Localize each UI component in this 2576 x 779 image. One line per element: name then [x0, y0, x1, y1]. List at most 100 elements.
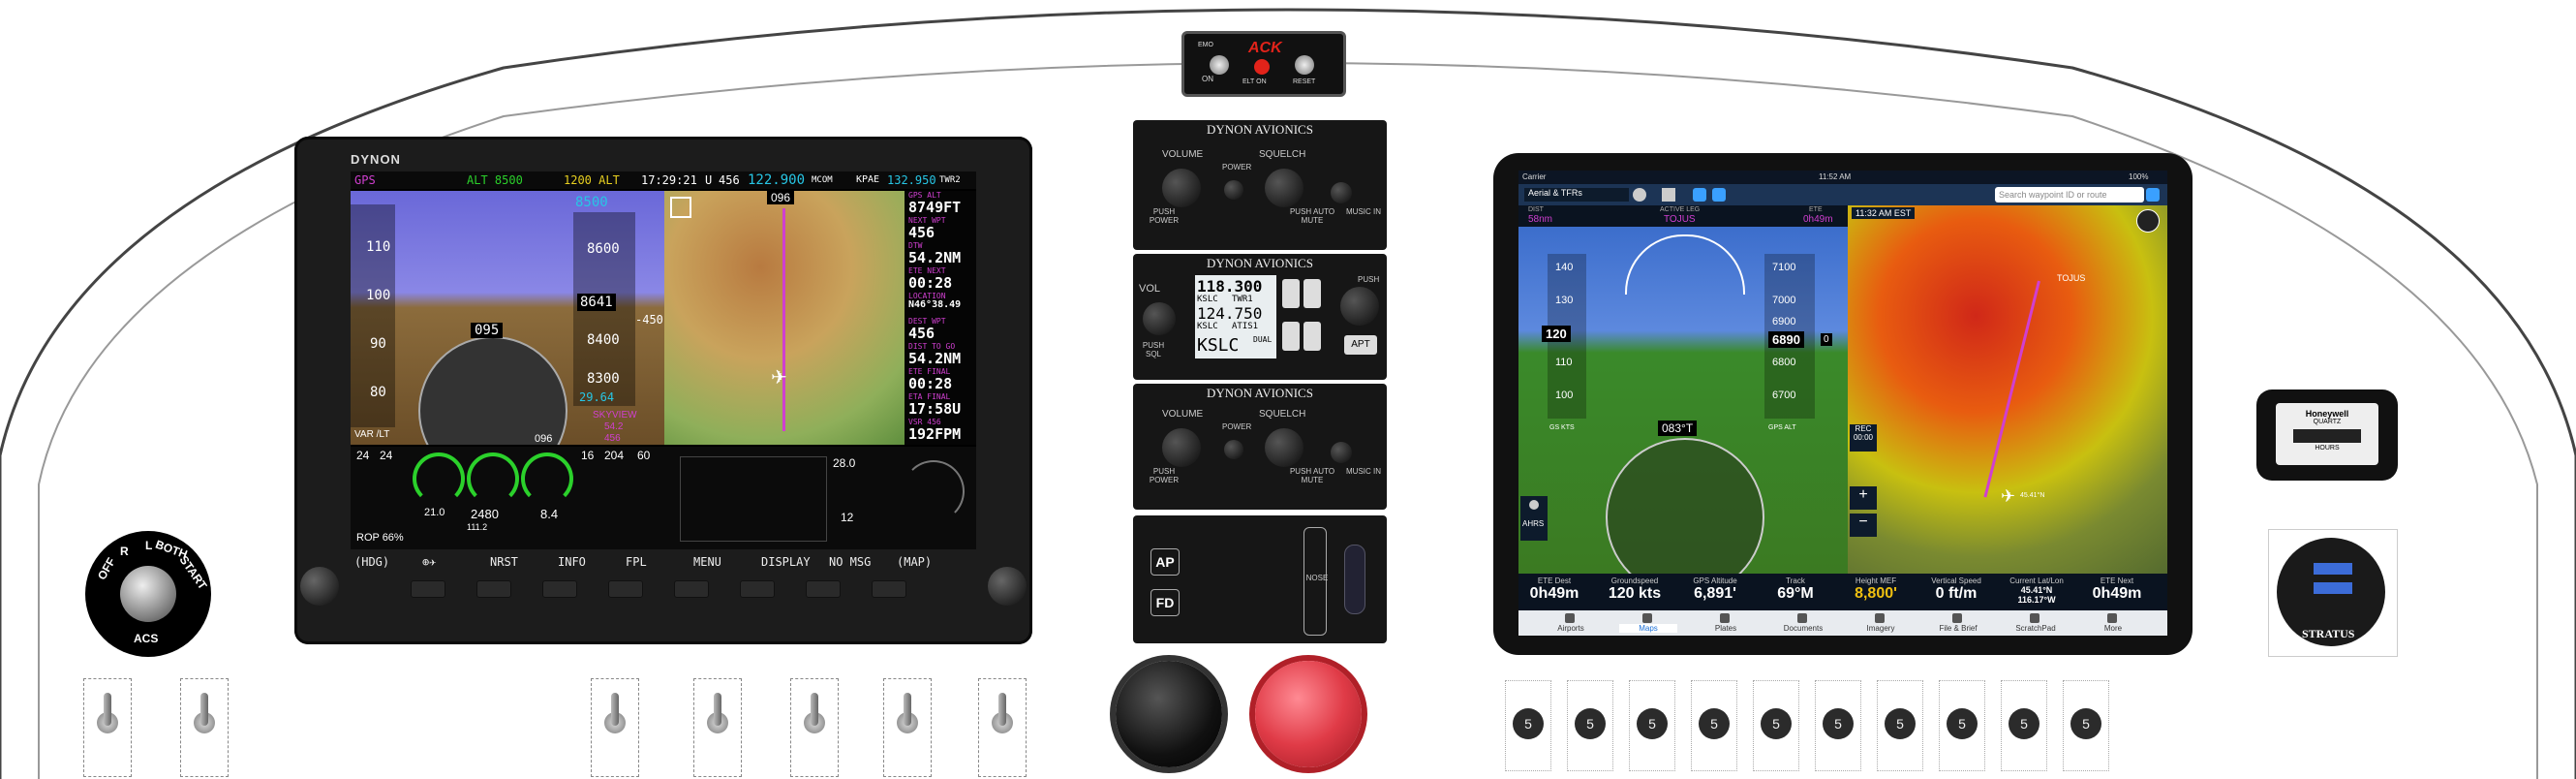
magneto-switch[interactable]: OFF R L BOTH START ACS [85, 531, 211, 657]
efis-moving-map[interactable]: 096 ✈ [664, 191, 905, 445]
circuit-breaker[interactable]: 5 [1753, 680, 1799, 771]
tab-icon [1875, 613, 1885, 623]
side-value: 00:28 [908, 274, 953, 292]
elt-reset-switch[interactable] [1295, 55, 1314, 75]
softkey-button[interactable] [411, 580, 445, 598]
tab-scratchpad[interactable]: ScratchPad [2015, 624, 2056, 633]
radio1-squelch-knob[interactable] [1265, 169, 1303, 207]
ias-80: 80 [370, 385, 386, 400]
zoom-out-button[interactable]: − [1850, 514, 1877, 537]
circuit-breaker[interactable]: 5 [1691, 680, 1737, 771]
com-w-button[interactable] [1282, 322, 1300, 351]
radio1-music-jack[interactable] [1331, 182, 1352, 203]
route-line [1983, 280, 2040, 498]
foreflight-map[interactable]: 11:32 AM EST TOJUS ✈ 45.41°N REC 00:00 +… [1848, 205, 2167, 574]
com-tune-knob[interactable] [1340, 287, 1379, 326]
tab-more[interactable]: More [2103, 624, 2123, 633]
softkey-button[interactable] [542, 580, 577, 598]
ap-button[interactable]: AP [1150, 548, 1180, 576]
radio2-music-jack[interactable] [1331, 442, 1352, 463]
ipad-screen[interactable]: Carrier 11:52 AM 100% Aerial & TFRs Sear… [1518, 171, 2167, 636]
compass-icon[interactable] [2136, 209, 2160, 233]
tab-file-brief[interactable]: File & Brief [1939, 624, 1978, 633]
circuit-breaker[interactable]: 5 [1567, 680, 1613, 771]
layer-selector[interactable]: Aerial & TFRs [1524, 188, 1629, 202]
com-vol-knob[interactable] [1143, 302, 1176, 335]
toggle-switch[interactable] [83, 678, 132, 777]
radio2-power-button[interactable] [1224, 440, 1243, 459]
radio2-squelch-knob[interactable] [1265, 428, 1303, 467]
toggle-switch[interactable] [180, 678, 229, 777]
efis-pfd[interactable]: 110 100 90 80 8500 8600 8641 8400 8300 -… [351, 191, 664, 445]
circuit-breaker[interactable]: 5 [1815, 680, 1861, 771]
circuit-breaker[interactable]: 5 [1629, 680, 1675, 771]
settings-icon[interactable] [1633, 188, 1646, 202]
timer-icon[interactable] [1712, 188, 1726, 202]
master-black-button[interactable] [1116, 661, 1222, 767]
toggle-switch[interactable] [883, 678, 932, 777]
efis-screen[interactable]: GPS ALT 8500 1200 ALT 17:29:21 U 456 122… [351, 171, 976, 549]
elt-test-switch[interactable] [1210, 55, 1229, 75]
usb-port[interactable] [1344, 545, 1365, 614]
usb-port-2[interactable] [2314, 582, 2352, 594]
ahrs-button[interactable]: AHRS [1520, 496, 1548, 541]
radio1-power-button[interactable] [1224, 180, 1243, 200]
circuit-breaker[interactable]: 5 [1939, 680, 1985, 771]
rec-button[interactable]: REC 00:00 [1850, 424, 1877, 452]
master-red-button[interactable] [1255, 661, 1362, 767]
com-swap-button[interactable] [1282, 279, 1300, 308]
search-input[interactable]: Search waypoint ID or route [1995, 187, 2144, 203]
tab-airports[interactable]: Airports [1557, 624, 1584, 633]
circuit-breaker[interactable]: 5 [2001, 680, 2047, 771]
softkey-button[interactable] [608, 580, 643, 598]
mag-key[interactable] [120, 566, 176, 622]
toggle-switch[interactable] [591, 678, 639, 777]
clock-icon[interactable] [1693, 188, 1706, 202]
list-icon[interactable] [1662, 188, 1675, 202]
ap-nose-label: NOSE [1305, 574, 1329, 582]
ap-mode-buttons[interactable] [1191, 531, 1278, 634]
ipad-alt-6800: 6800 [1772, 357, 1796, 368]
com-apt-button[interactable]: APT [1344, 335, 1377, 355]
softkey-button[interactable] [740, 580, 775, 598]
efis-left-knob[interactable] [300, 567, 339, 606]
circuit-breaker[interactable]: 5 [1877, 680, 1923, 771]
toggle-switch[interactable] [978, 678, 1027, 777]
trim-switch[interactable] [1303, 527, 1327, 636]
circuit-breaker[interactable]: 5 [1505, 680, 1551, 771]
elt-on-label: ON [1202, 75, 1213, 83]
tab-maps[interactable]: Maps [1619, 624, 1677, 633]
tab-plates[interactable]: Plates [1714, 624, 1737, 633]
softkey-button[interactable] [476, 580, 511, 598]
synthetic-vision-pfd[interactable]: DIST 58nm ACTIVE LEG TOJUS ETE 0h49m 140… [1518, 205, 1848, 574]
ias-100: 100 [366, 288, 391, 303]
circuit-breaker[interactable]: 5 [2063, 680, 2109, 771]
softkey-button[interactable] [806, 580, 841, 598]
tab-imagery[interactable]: Imagery [1866, 624, 1895, 633]
com-s-button[interactable] [1303, 322, 1321, 351]
tab-documents[interactable]: Documents [1783, 624, 1824, 633]
expand-map-icon[interactable] [670, 197, 691, 218]
zoom-in-button[interactable]: + [1850, 486, 1877, 510]
target-icon[interactable] [2146, 188, 2160, 202]
softkey-button[interactable] [674, 580, 709, 598]
softkey-button[interactable] [872, 580, 906, 598]
radio2-volume-knob[interactable] [1162, 428, 1201, 467]
toggle-switch[interactable] [693, 678, 742, 777]
autopilot-panel: AP FD NOSE [1133, 515, 1387, 643]
fd-button[interactable]: FD [1150, 589, 1180, 616]
efis-right-knob[interactable] [988, 567, 1027, 606]
usb-port-1[interactable] [2314, 563, 2352, 575]
elt-on-light[interactable] [1254, 59, 1270, 75]
toggle-switch[interactable] [790, 678, 839, 777]
radio1-volume-knob[interactable] [1162, 169, 1201, 207]
com-mode-button[interactable] [1303, 279, 1321, 308]
